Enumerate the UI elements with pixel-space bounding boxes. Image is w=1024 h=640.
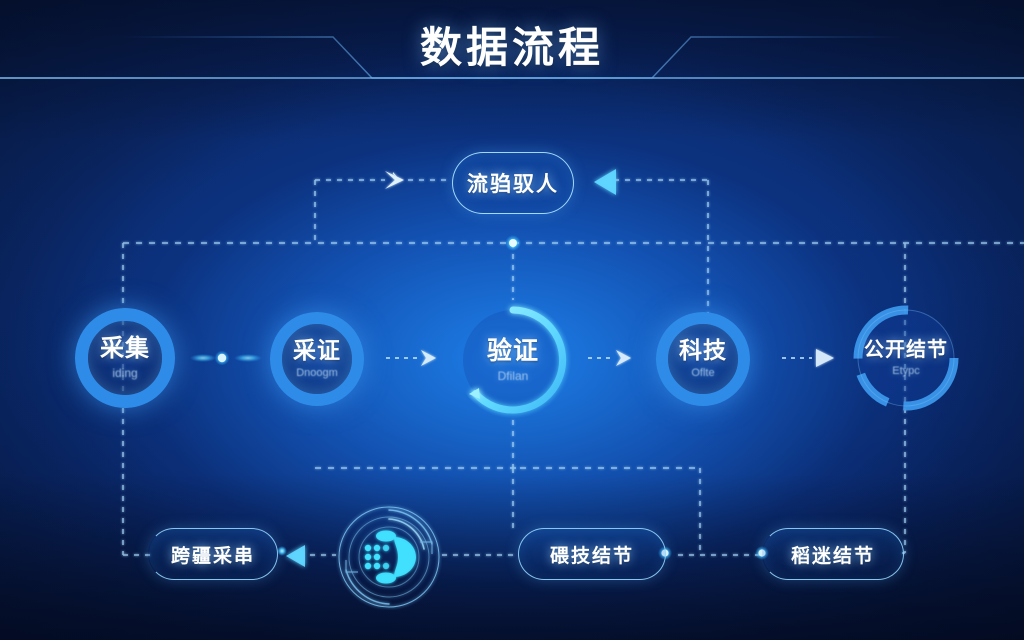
- stage-label-en: iding: [112, 366, 138, 380]
- triangle-arrow-icon: [286, 545, 305, 567]
- chevron-arrow-connector: [385, 171, 404, 189]
- node-tech-node[interactable]: 碨技结节: [518, 528, 666, 580]
- junction-dot: [505, 235, 521, 251]
- node-cross-domain-collect[interactable]: 跨疆采串: [148, 528, 278, 580]
- flow-stage-tech[interactable]: 科技 Oflte: [656, 312, 750, 406]
- node-review[interactable]: 流驺驭人: [452, 152, 574, 214]
- stage-label-en: Dfilan: [497, 368, 529, 383]
- node-label: 流驺驭人: [467, 173, 559, 196]
- dot-chain-connector: [190, 350, 262, 366]
- flow-stage-evidence[interactable]: 采证 Dnoogm: [270, 312, 364, 406]
- stage-label-cn: 验证: [486, 336, 539, 365]
- stage-label-en: Etypc: [892, 364, 920, 377]
- stage-label-cn: 科技: [679, 337, 727, 363]
- chevron-arrow-connector: [421, 350, 436, 366]
- node-archive-node[interactable]: 稻迷结节: [762, 528, 904, 580]
- chevron-arrow-connector: [616, 350, 631, 366]
- node-label: 稻迷结节: [790, 545, 875, 567]
- triangle-arrow-icon: [594, 169, 616, 195]
- triangle-arrow-icon: [816, 349, 834, 367]
- stage-label-cn: 采集: [100, 335, 150, 362]
- node-label: 碨技结节: [549, 545, 634, 567]
- flow-stage-verify[interactable]: 验证 Dfilan: [455, 302, 571, 418]
- junction-dot: [277, 546, 287, 556]
- stage-label-en: Dnoogm: [296, 367, 338, 379]
- node-label: 跨疆采串: [170, 545, 255, 567]
- page-title: 数据流程: [419, 24, 604, 71]
- stage-label-en: Oflte: [691, 367, 715, 379]
- flow-stage-publish[interactable]: 公开结节 Etypc: [850, 302, 962, 414]
- flow-stage-collect[interactable]: 采集 iding: [75, 308, 175, 408]
- stage-label-cn: 公开结节: [864, 338, 948, 361]
- stage-label-cn: 采证: [293, 337, 341, 363]
- tech-emblem-icon: [338, 506, 440, 608]
